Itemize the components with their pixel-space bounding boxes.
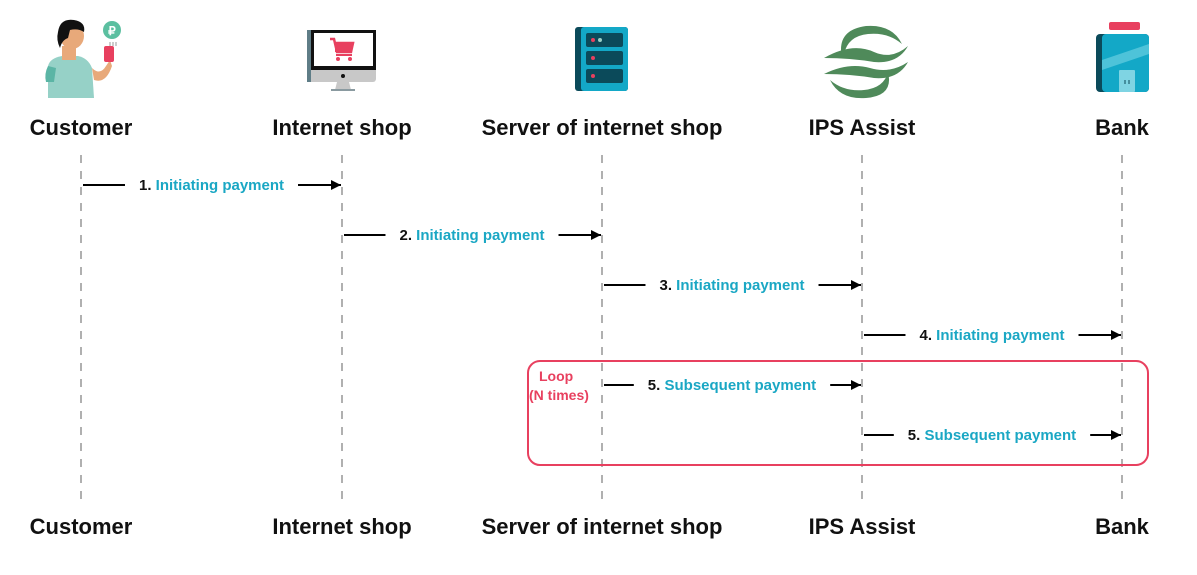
loop-title: Loop <box>539 368 573 384</box>
actor-labels-bottom: Customer Internet shop Server of internet … <box>30 514 1150 539</box>
actor-label-server: Server of internet shop <box>482 115 723 140</box>
bank-building-icon <box>1096 22 1149 92</box>
loop-subtitle: (N times) <box>529 387 589 403</box>
computer-cart-icon <box>307 30 376 91</box>
actor-label-ips-assist: IPS Assist <box>809 115 916 140</box>
message-6: 5. Subsequent payment <box>864 427 1121 444</box>
actor-label-internet-shop: Internet shop <box>272 115 411 140</box>
actor-label-bottom-bank: Bank <box>1095 514 1150 539</box>
ips-assist-logo-icon <box>824 25 908 99</box>
customer-icon: ₽ <box>45 19 121 98</box>
actor-label-bottom-server: Server of internet shop <box>482 514 723 539</box>
loop-frame: Loop (N times) <box>527 360 1149 466</box>
messages: 1. Initiating payment 2. Initiating payme… <box>83 177 1121 444</box>
message-3: 3. Initiating payment <box>604 277 861 294</box>
message-1: 1. Initiating payment <box>83 177 341 194</box>
message-label: 2. Initiating payment <box>399 227 544 244</box>
actor-labels-top: Customer Internet shop Server of internet … <box>30 115 1150 140</box>
server-icon <box>575 27 628 91</box>
actor-label-bottom-internet-shop: Internet shop <box>272 514 411 539</box>
message-label: 1. Initiating payment <box>139 177 284 194</box>
message-label: 5. Subsequent payment <box>908 427 1076 444</box>
message-2: 2. Initiating payment <box>344 227 601 244</box>
actor-label-bottom-customer: Customer <box>30 514 133 539</box>
message-label: 4. Initiating payment <box>919 327 1064 344</box>
message-label: 5. Subsequent payment <box>648 377 816 394</box>
actor-label-bank: Bank <box>1095 115 1150 140</box>
actor-label-bottom-ips-assist: IPS Assist <box>809 514 916 539</box>
actor-label-customer: Customer <box>30 115 133 140</box>
message-4: 4. Initiating payment <box>864 327 1121 344</box>
loop-box <box>527 360 1149 466</box>
svg-text:₽: ₽ <box>108 24 116 38</box>
message-label: 3. Initiating payment <box>659 277 804 294</box>
message-5: 5. Subsequent payment <box>604 377 861 394</box>
